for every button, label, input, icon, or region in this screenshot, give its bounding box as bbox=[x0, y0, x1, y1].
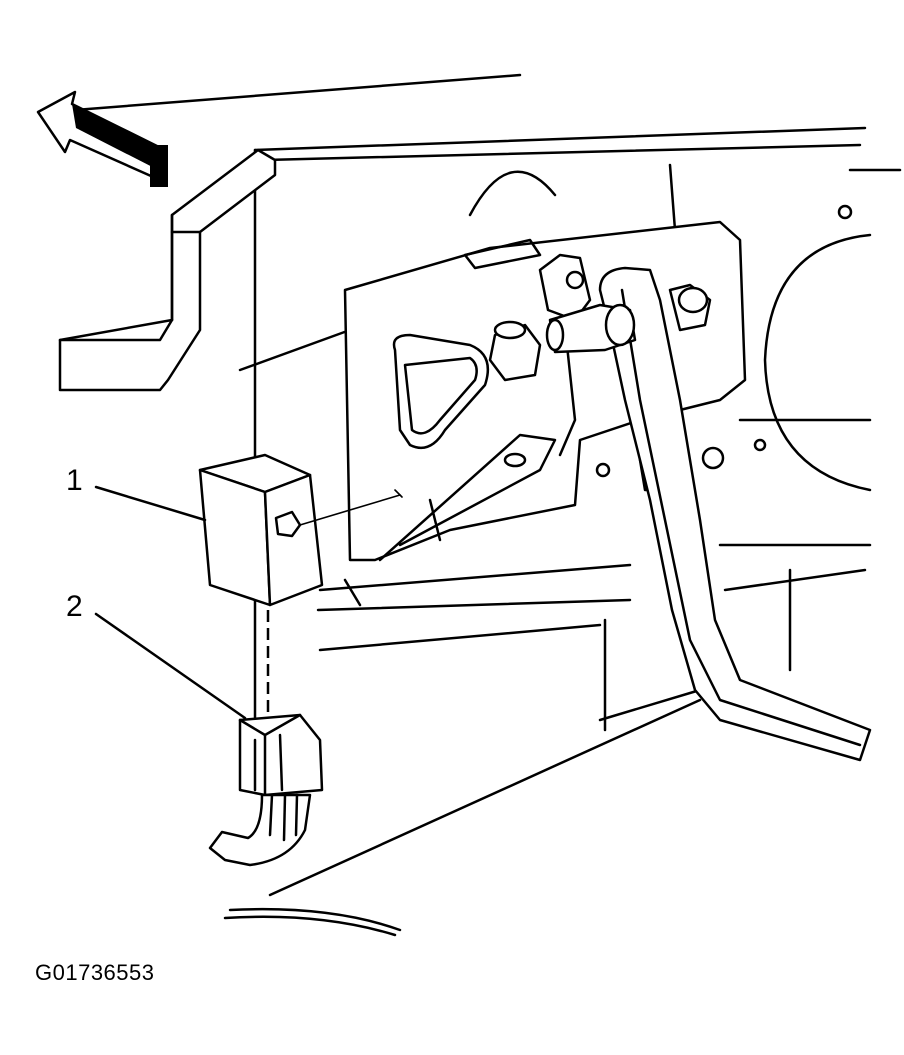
wiring-connector bbox=[208, 713, 324, 867]
callout-number-1: 1 bbox=[66, 464, 83, 497]
callout-number-2: 2 bbox=[66, 590, 83, 623]
pedal-arm bbox=[545, 266, 872, 762]
leader-line-2 bbox=[94, 612, 247, 720]
leader-line-1 bbox=[94, 485, 207, 522]
forward-arrow-icon bbox=[36, 90, 168, 187]
component-module bbox=[198, 453, 403, 607]
floor-panel bbox=[223, 543, 872, 937]
figure-id-label: G01736553 bbox=[35, 960, 155, 985]
mounting-flange bbox=[58, 148, 277, 392]
